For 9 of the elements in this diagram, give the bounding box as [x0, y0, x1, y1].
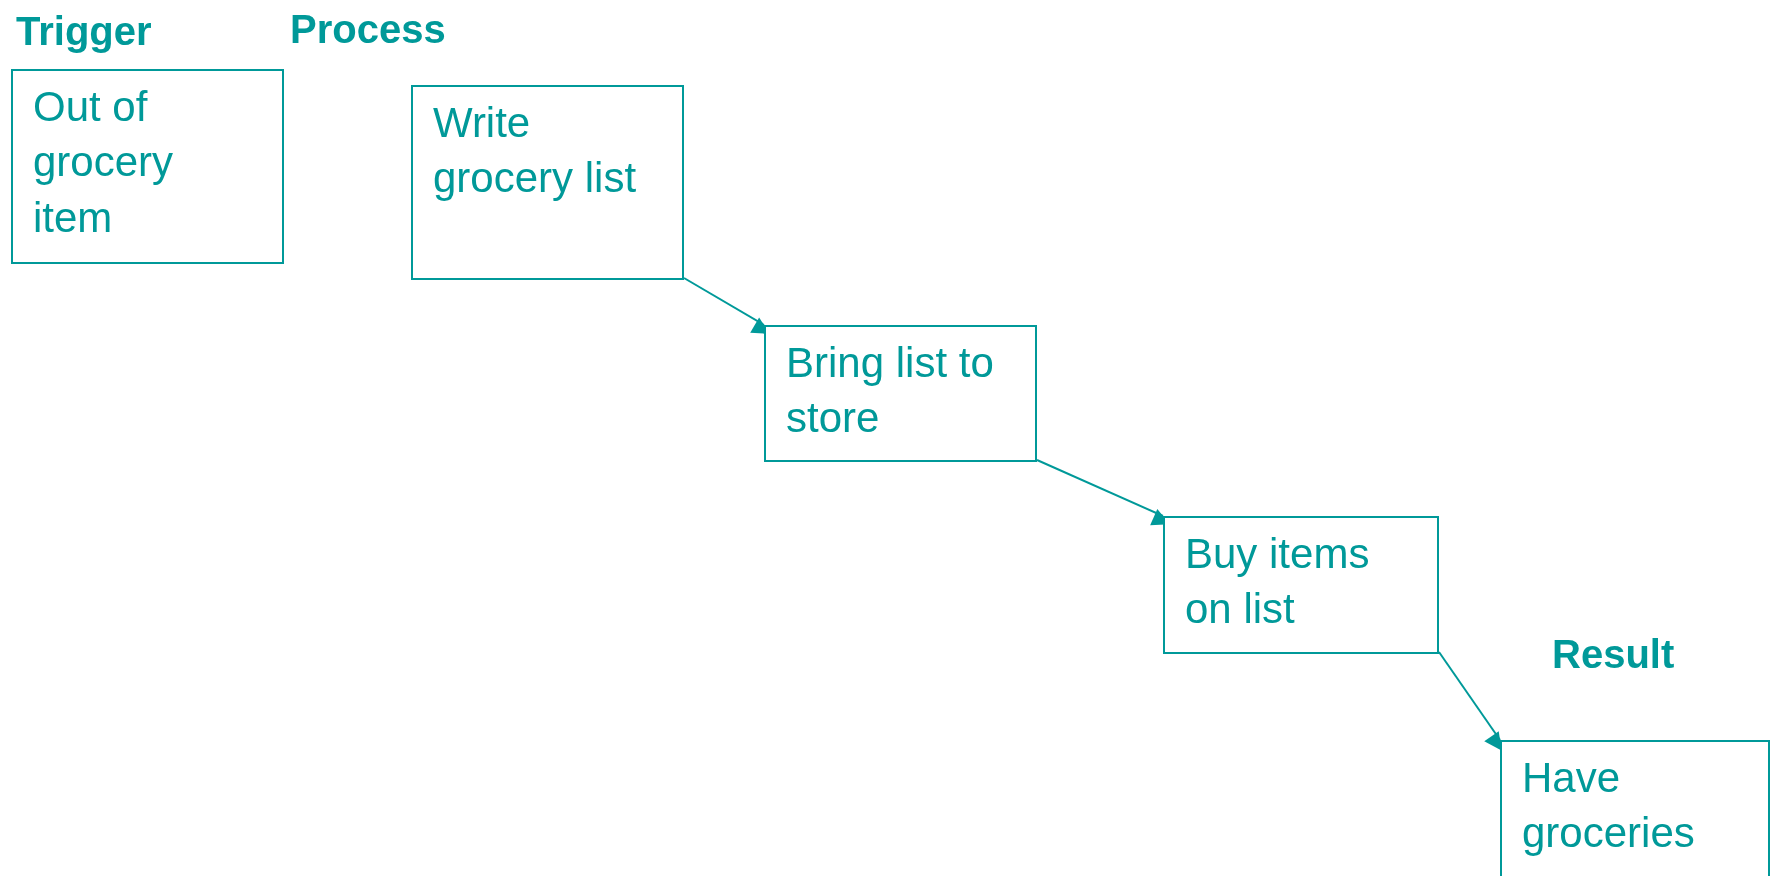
step-heading: Process	[290, 7, 446, 52]
process-box: Bring list to store	[764, 325, 1037, 462]
process-box: Out of grocery item	[11, 69, 284, 264]
process-box: Buy items on list	[1163, 516, 1439, 654]
step-heading: Trigger	[16, 9, 152, 54]
arrow	[1438, 651, 1502, 751]
process-box: Write grocery list	[411, 85, 684, 280]
process-box: Have groceries	[1500, 740, 1770, 876]
step-heading: Result	[1552, 632, 1675, 677]
